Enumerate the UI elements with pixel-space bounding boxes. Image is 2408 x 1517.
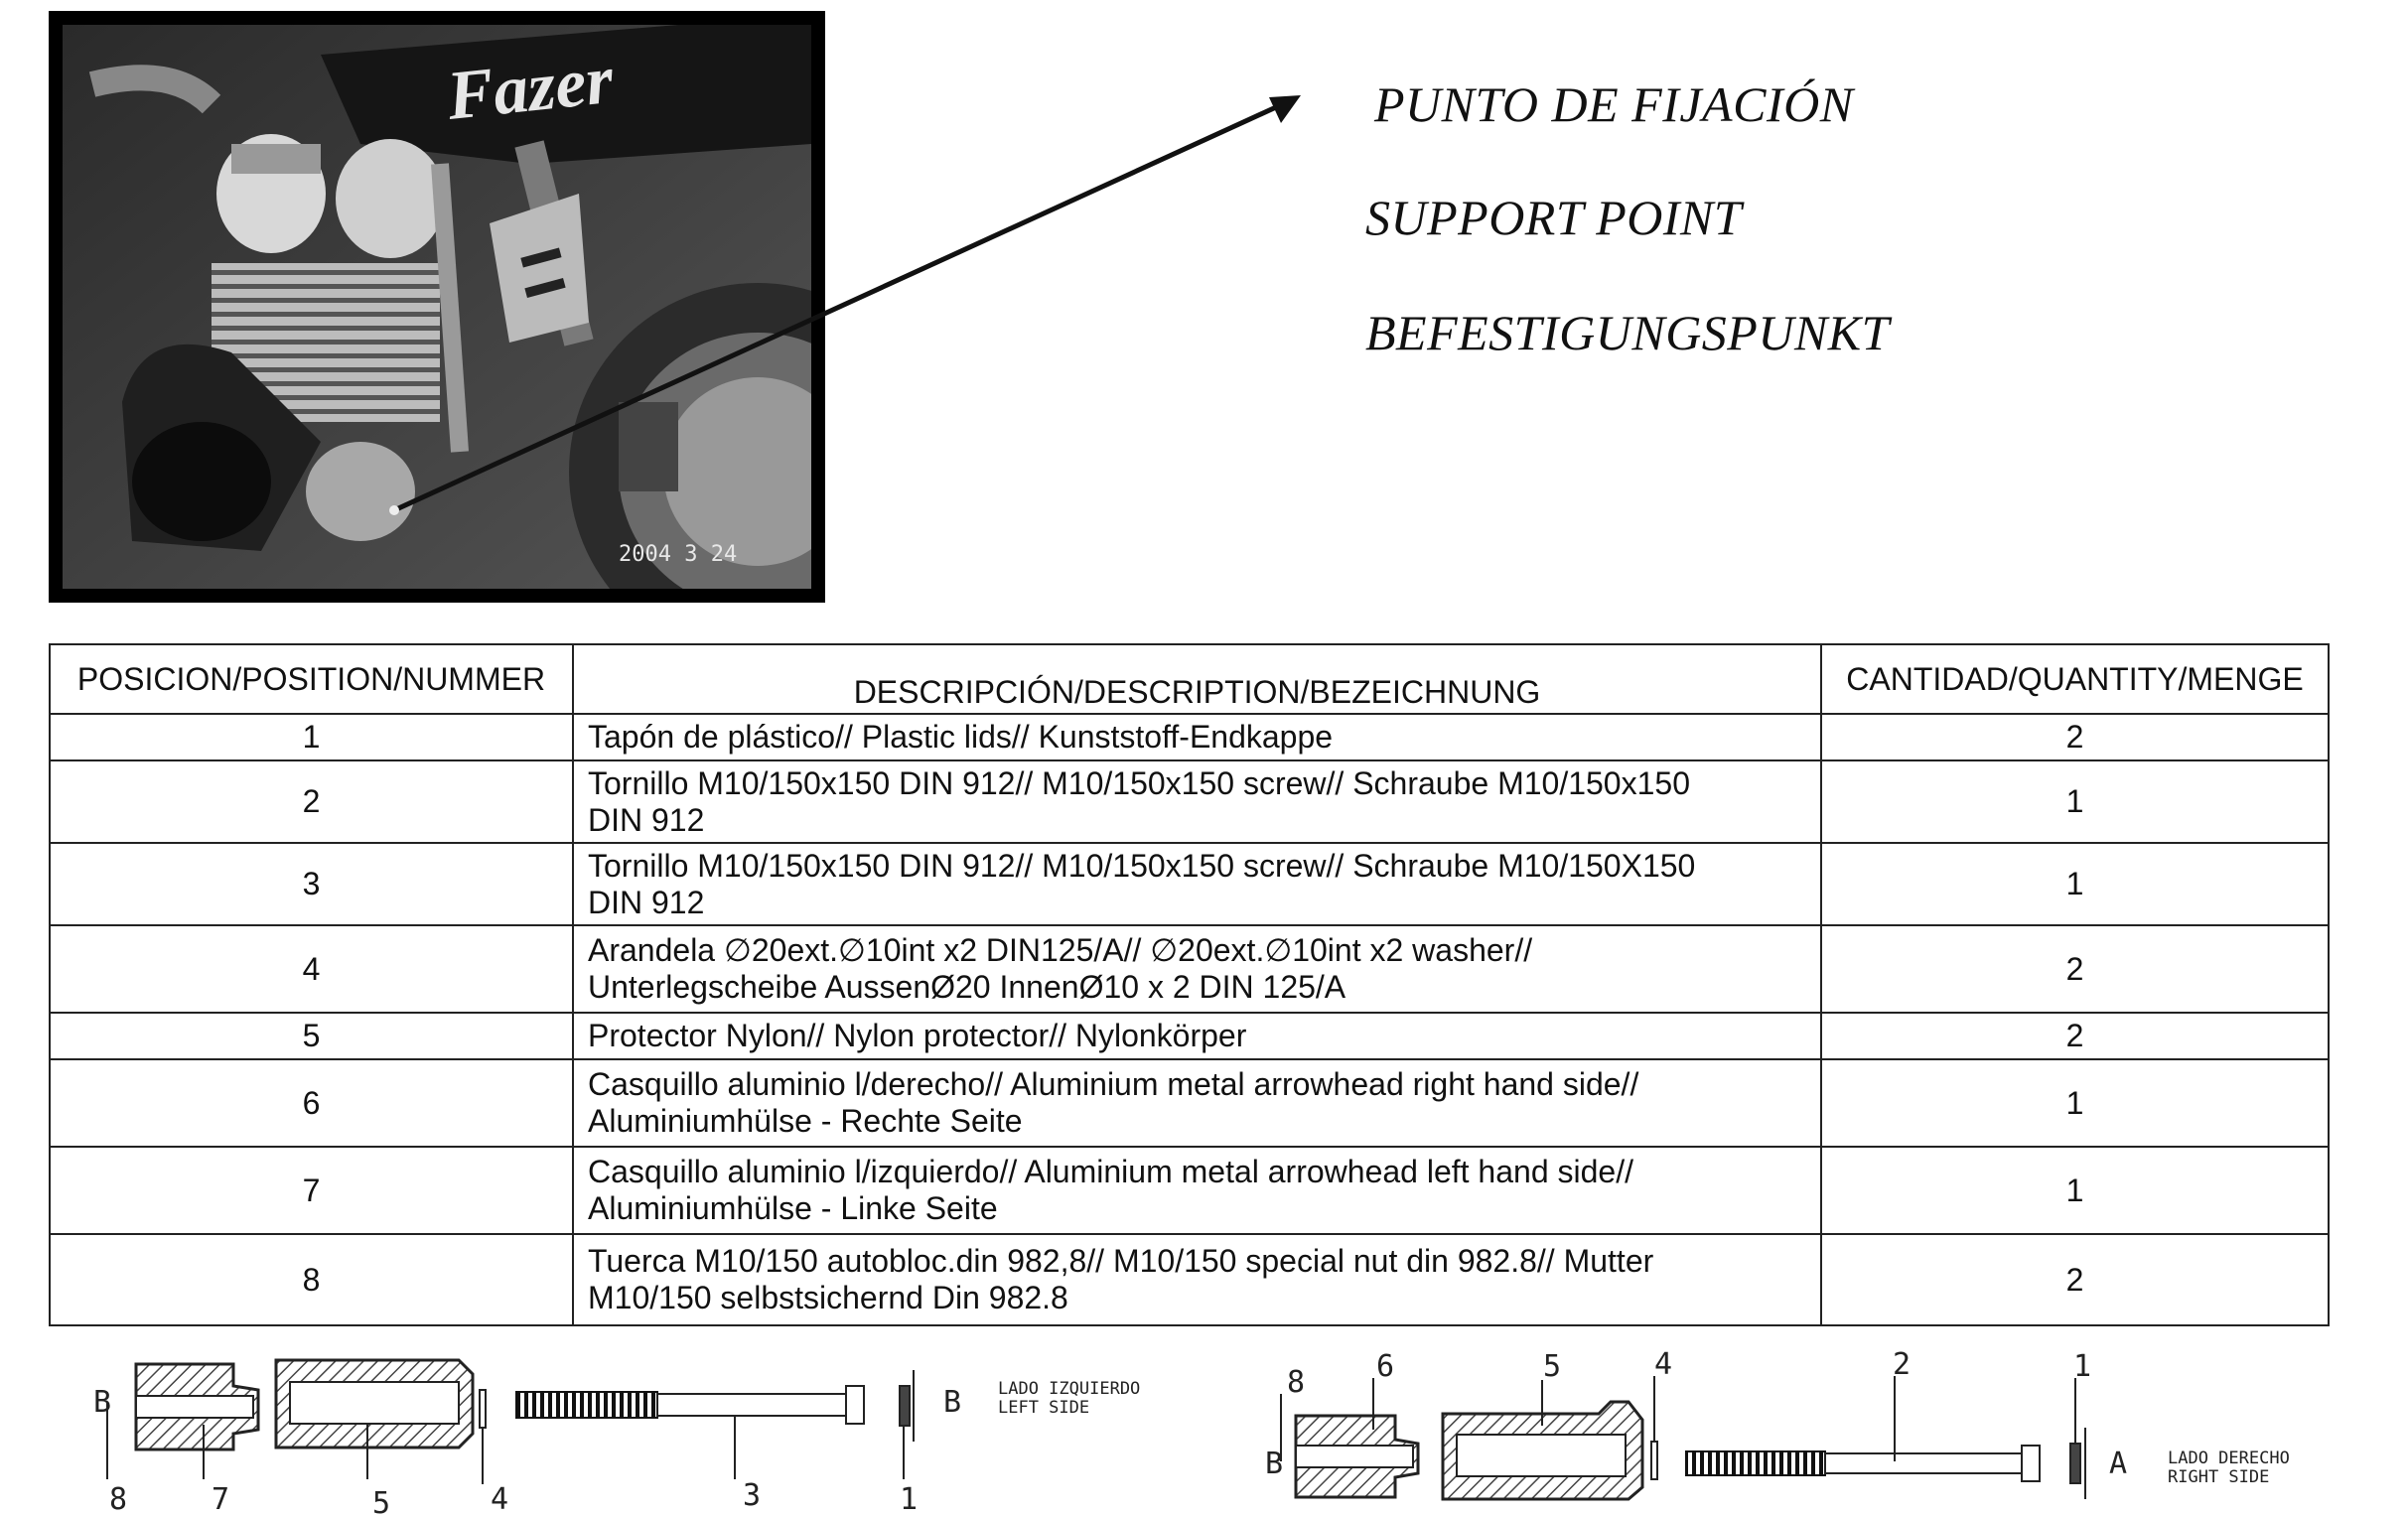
table-row: 3 Tornillo M10/150x150 DIN 912// M10/150…: [49, 842, 2330, 926]
left-side-label-es: LADO IZQUIERDO: [998, 1379, 1140, 1399]
cell-quantity: 2: [1820, 713, 2330, 761]
left-number: 1: [900, 1482, 918, 1517]
table-row: 2 Tornillo M10/150x150 DIN 912// M10/150…: [49, 759, 2330, 844]
right-washer-part-4: [1650, 1441, 1658, 1480]
cell-position: 7: [49, 1146, 574, 1235]
caption-spanish: PUNTO DE FIJACIÓN: [1374, 76, 1854, 132]
cell-quantity: 2: [1820, 1012, 2330, 1060]
cell-quantity: 2: [1820, 1233, 2330, 1326]
parts-table: POSICION/POSITION/NUMMER DESCRIPCIÓN/DES…: [49, 643, 2330, 1326]
description-line: DIN 912: [588, 801, 705, 838]
cell-description: Tuerca M10/150 autobloc.din 982,8// M10/…: [572, 1233, 1822, 1326]
right-nut-part-6: [1294, 1414, 1420, 1499]
right-lid-part-1: [2069, 1428, 2086, 1499]
table-row: 1 Tapón de plástico// Plastic lids// Kun…: [49, 713, 2330, 761]
cell-description: Tapón de plástico// Plastic lids// Kunst…: [572, 713, 1822, 761]
caption-german: BEFESTIGUNGSPUNKT: [1365, 305, 1890, 360]
right-bushing-part-5: [1441, 1400, 1644, 1501]
left-bushing-part-5: [274, 1358, 475, 1449]
description-line: Tapón de plástico// Plastic lids// Kunst…: [588, 719, 1334, 755]
left-washer-part-4: [479, 1389, 487, 1429]
header-position: POSICION/POSITION/NUMMER: [49, 643, 574, 715]
description-line: M10/150 selbstsichernd Din 982.8: [588, 1280, 1068, 1315]
fazer-logo: Fazer: [443, 42, 618, 135]
support-point-arrow: [389, 95, 1301, 515]
cell-position: 4: [49, 924, 574, 1014]
left-letter-start: B: [93, 1385, 111, 1420]
motorcycle-photo: Fazer 2004 3 24: [49, 11, 825, 603]
left-number: 5: [372, 1486, 390, 1517]
caption-english: SUPPORT POINT: [1365, 190, 1743, 245]
cell-position: 2: [49, 759, 574, 844]
description-line: Arandela ∅20ext.∅10int x2 DIN125/A// ∅20…: [588, 932, 1533, 968]
cell-position: 8: [49, 1233, 574, 1326]
table-row: 4 Arandela ∅20ext.∅10int x2 DIN125/A// ∅…: [49, 924, 2330, 1014]
right-number: 6: [1376, 1349, 1394, 1384]
cell-quantity: 1: [1820, 842, 2330, 926]
cell-quantity: 1: [1820, 759, 2330, 844]
cell-quantity: 1: [1820, 1058, 2330, 1148]
right-letter-start: B: [1265, 1447, 1283, 1481]
left-number: 7: [212, 1482, 229, 1517]
left-side-label-en: LEFT SIDE: [998, 1398, 1089, 1418]
left-letter-end: B: [943, 1385, 961, 1420]
table-row: 7 Casquillo aluminio l/izquierdo// Alumi…: [49, 1146, 2330, 1235]
cell-position: 5: [49, 1012, 574, 1060]
right-leader-lines: [1280, 1376, 2076, 1461]
date-stamp: 2004 3 24: [619, 542, 737, 567]
right-side-assembly: B A LADO DERECHO RIGHT SIDE 8 6 5 4 2 1: [1265, 1347, 2290, 1501]
cell-description: Casquillo aluminio l/derecho// Aluminium…: [572, 1058, 1822, 1148]
left-lid-part-1: [899, 1370, 915, 1442]
right-side-label-es: LADO DERECHO: [2168, 1448, 2290, 1468]
assembly-diagram: B B LADO IZQUIERDO LEFT SIDE 8 7 5 4 3 1: [93, 1347, 2290, 1517]
left-number: 3: [743, 1478, 761, 1513]
right-number: 1: [2073, 1349, 2091, 1384]
left-nut-part-7: [134, 1362, 260, 1451]
table-row: 8 Tuerca M10/150 autobloc.din 982,8// M1…: [49, 1233, 2330, 1326]
description-line: Aluminiumhülse - Rechte Seite: [588, 1103, 1023, 1139]
right-side-label-en: RIGHT SIDE: [2168, 1467, 2269, 1487]
cell-position: 1: [49, 713, 574, 761]
cell-description: Casquillo aluminio l/izquierdo// Alumini…: [572, 1146, 1822, 1235]
description-line: Unterlegscheibe AussenØ20 InnenØ10 x 2 D…: [588, 969, 1346, 1005]
header-description: DESCRIPCIÓN/DESCRIPTION/BEZEICHNUNG: [572, 643, 1822, 715]
cell-description: Arandela ∅20ext.∅10int x2 DIN125/A// ∅20…: [572, 924, 1822, 1014]
cell-description: Tornillo M10/150x150 DIN 912// M10/150x1…: [572, 759, 1822, 844]
description-line: DIN 912: [588, 884, 705, 920]
table-row: 6 Casquillo aluminio l/derecho// Alumini…: [49, 1058, 2330, 1148]
description-line: Aluminiumhülse - Linke Seite: [588, 1190, 998, 1226]
left-side-assembly: B B LADO IZQUIERDO LEFT SIDE 8 7 5 4 3 1: [93, 1358, 1140, 1517]
description-line: Casquillo aluminio l/izquierdo// Alumini…: [588, 1154, 1633, 1189]
right-number: 5: [1543, 1349, 1561, 1384]
left-number: 8: [109, 1482, 127, 1517]
cell-position: 6: [49, 1058, 574, 1148]
description-line: Tuerca M10/150 autobloc.din 982,8// M10/…: [588, 1243, 1654, 1279]
left-screw-part-3: [515, 1385, 865, 1425]
right-screw-part-2: [1685, 1445, 2041, 1482]
left-leader-lines: [106, 1402, 905, 1484]
right-letter-end: A: [2109, 1447, 2127, 1481]
cell-description: Tornillo M10/150x150 DIN 912// M10/150x1…: [572, 842, 1822, 926]
cell-quantity: 1: [1820, 1146, 2330, 1235]
table-row: 5 Protector Nylon// Nylon protector// Ny…: [49, 1012, 2330, 1060]
engine-photo-illustration: Fazer 2004 3 24: [63, 25, 811, 589]
description-line: Casquillo aluminio l/derecho// Aluminium…: [588, 1066, 1639, 1102]
description-line: Tornillo M10/150x150 DIN 912// M10/150x1…: [588, 764, 1690, 801]
right-number: 2: [1893, 1347, 1911, 1382]
table-header-row: POSICION/POSITION/NUMMER DESCRIPCIÓN/DES…: [49, 643, 2330, 715]
header-quantity: CANTIDAD/QUANTITY/MENGE: [1820, 643, 2330, 715]
description-line: Tornillo M10/150x150 DIN 912// M10/150x1…: [588, 847, 1696, 884]
cell-position: 3: [49, 842, 574, 926]
right-number: 8: [1287, 1365, 1305, 1400]
right-number: 4: [1654, 1347, 1672, 1382]
cell-description: Protector Nylon// Nylon protector// Nylo…: [572, 1012, 1822, 1060]
cell-quantity: 2: [1820, 924, 2330, 1014]
left-number: 4: [491, 1482, 508, 1517]
description-line: Protector Nylon// Nylon protector// Nylo…: [588, 1018, 1247, 1053]
